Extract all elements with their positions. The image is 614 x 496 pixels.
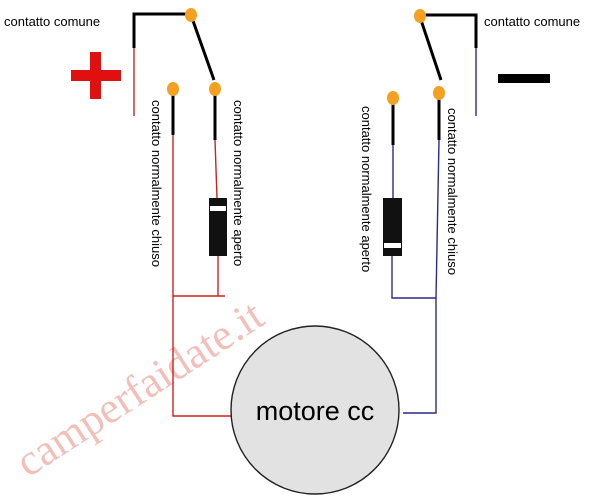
nc-label-left: contatto normalmente chiuso: [149, 100, 164, 267]
diode-icon: [383, 198, 402, 256]
left-no-wire-upper: [214, 139, 218, 199]
left-relay: [132, 8, 232, 417]
right-nc-contact: [433, 86, 445, 100]
minus-sign: [498, 74, 550, 83]
left-common-contact: [185, 8, 197, 22]
no-label-right: contatto normalmente aperto: [359, 106, 374, 272]
common-contact-label-left: contatto comune: [4, 14, 100, 29]
right-no-contact: [387, 91, 399, 105]
left-switch-arm: [190, 17, 216, 81]
right-common-lever: [421, 13, 478, 48]
motor-label: motore cc: [256, 396, 375, 426]
right-no-wire-lower: [391, 256, 436, 299]
right-relay: [383, 9, 478, 414]
right-switch-arm: [419, 19, 443, 81]
diode-icon: [209, 198, 227, 256]
nc-label-right: contatto normalmente chiuso: [445, 108, 460, 275]
left-nc-contact: [167, 82, 179, 96]
no-label-left: contatto normalmente aperto: [231, 100, 246, 266]
left-nc-wire: [172, 135, 232, 417]
left-common-lever: [132, 12, 190, 48]
watermark: camperfaidate.it: [7, 290, 272, 486]
plus-sign: [71, 52, 121, 99]
right-common-contact: [414, 9, 426, 23]
motor-circle: [230, 325, 400, 495]
left-no-contact: [209, 82, 221, 96]
right-nc-wire: [403, 139, 440, 414]
common-contact-label-right: contatto comune: [484, 14, 580, 29]
